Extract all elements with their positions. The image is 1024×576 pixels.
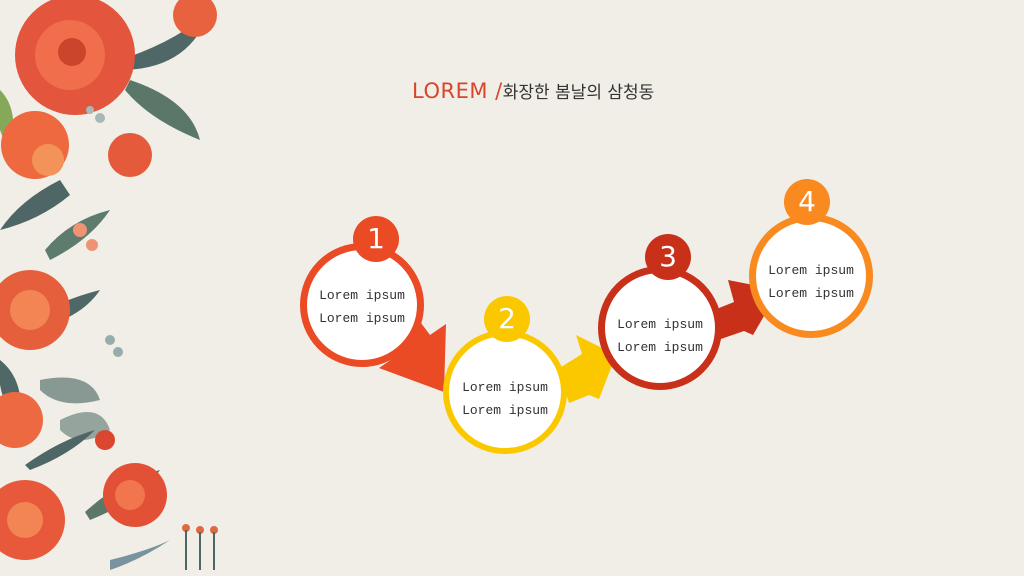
step-1-badge: 1 [353, 216, 399, 262]
step-2-circle: Lorem ipsum Lorem ipsum [443, 330, 567, 454]
step-2-line-2: Lorem ipsum [462, 403, 548, 418]
step-3-line-1: Lorem ipsum [617, 317, 703, 332]
step-2-badge: 2 [484, 296, 530, 342]
step-1-circle: Lorem ipsum Lorem ipsum [300, 243, 424, 367]
floral-decoration [0, 0, 218, 570]
step-3-line-2: Lorem ipsum [617, 340, 703, 355]
step-2-line-1: Lorem ipsum [462, 380, 548, 395]
page-title: LOREM /화장한 봄날의 삼청동 [412, 78, 654, 108]
step-4-circle: Lorem ipsum Lorem ipsum [749, 214, 873, 338]
step-3-badge: 3 [645, 234, 691, 280]
title-accent: LOREM / [412, 79, 503, 103]
arrow-2-to-3 [558, 335, 616, 403]
step-4-line-1: Lorem ipsum [768, 263, 854, 278]
title-subtitle: 화장한 봄날의 삼청동 [502, 83, 655, 103]
step-1-line-1: Lorem ipsum [319, 288, 405, 303]
step-4-line-2: Lorem ipsum [768, 286, 854, 301]
step-1-line-2: Lorem ipsum [319, 311, 405, 326]
step-3-circle: Lorem ipsum Lorem ipsum [598, 266, 722, 390]
step-4-badge: 4 [784, 179, 830, 225]
